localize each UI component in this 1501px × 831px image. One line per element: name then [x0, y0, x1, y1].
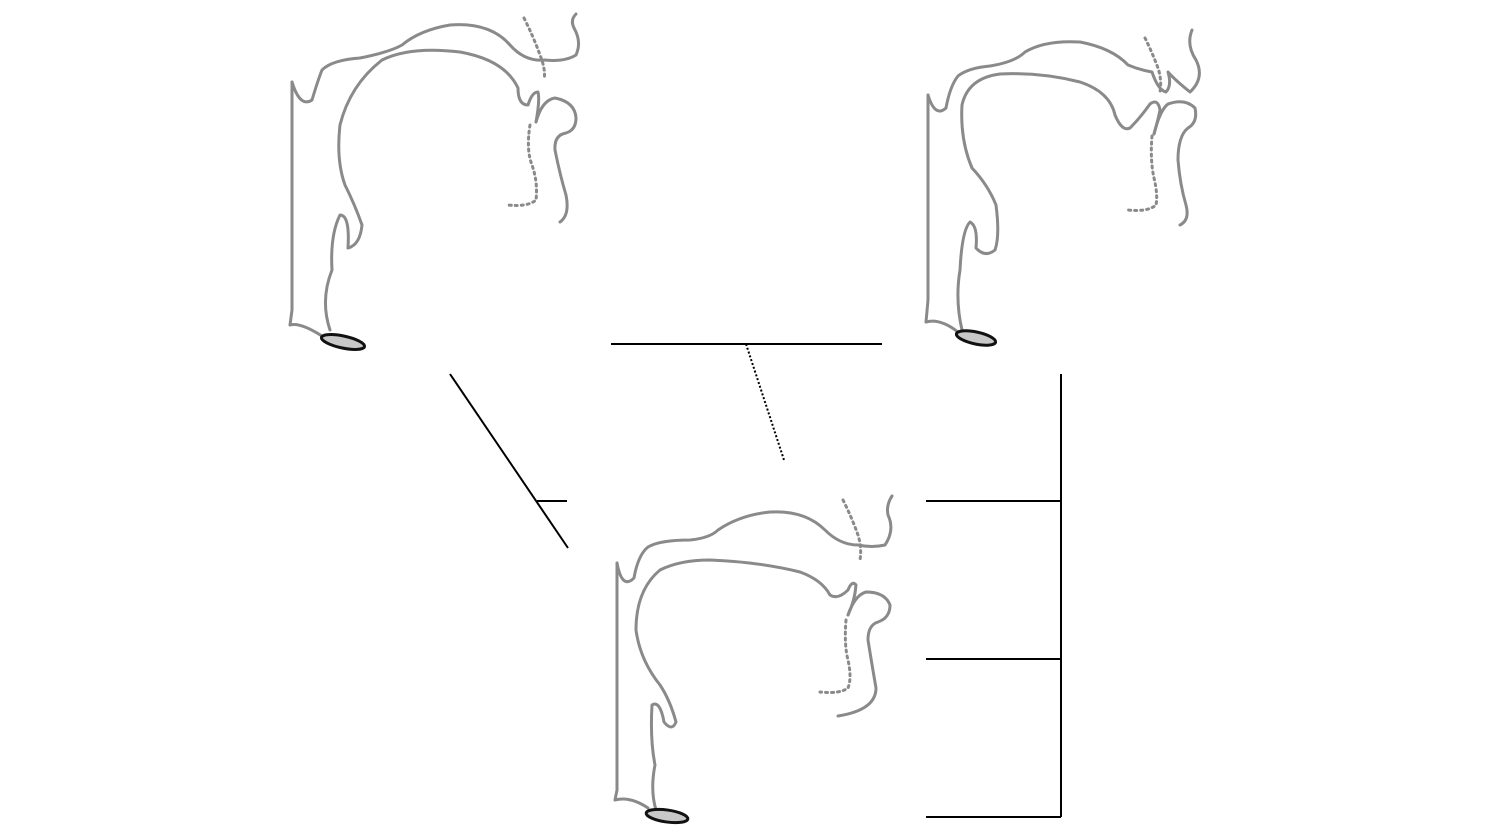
upper-teeth-dotted: [841, 498, 863, 562]
lower-teeth-dotted: [1126, 134, 1159, 212]
nasal-cavity-outline: [615, 494, 894, 584]
glottis-ellipse-bottom-center: [644, 807, 690, 825]
rear-pharynx-wall: [613, 561, 619, 802]
larynx-tube: [613, 797, 650, 810]
tongue-palate-outline: [956, 72, 1162, 332]
connector-lines: [449, 343, 1062, 818]
tongue-palate-outline: [324, 48, 541, 332]
vocal-tract-top-left: [288, 12, 581, 351]
larynx-tube: [288, 323, 324, 338]
upper-teeth-dotted: [1143, 36, 1163, 94]
larynx-tube: [924, 319, 960, 334]
vocal-tract-bottom-center: [613, 494, 894, 825]
lower-lip-outline: [1152, 100, 1198, 227]
lower-lip-outline: [534, 96, 578, 224]
vocal-tract-top-right: [924, 28, 1201, 347]
glottis-ellipse-top-left: [319, 333, 367, 351]
nasal-cavity-outline: [290, 12, 581, 104]
upper-teeth-dotted: [522, 16, 546, 82]
diagonal-connector-left: [449, 373, 569, 549]
rear-pharynx-wall: [288, 80, 294, 327]
dotted-connector-center: [745, 343, 785, 461]
nasal-cavity-outline: [926, 28, 1201, 113]
glottis-ellipse-top-right: [954, 329, 998, 347]
lower-teeth-dotted: [506, 123, 538, 207]
lower-teeth-dotted: [818, 618, 852, 694]
lower-lip-outline: [836, 590, 892, 718]
tongue-palate-outline: [634, 558, 858, 812]
rear-pharynx-wall: [924, 93, 930, 324]
